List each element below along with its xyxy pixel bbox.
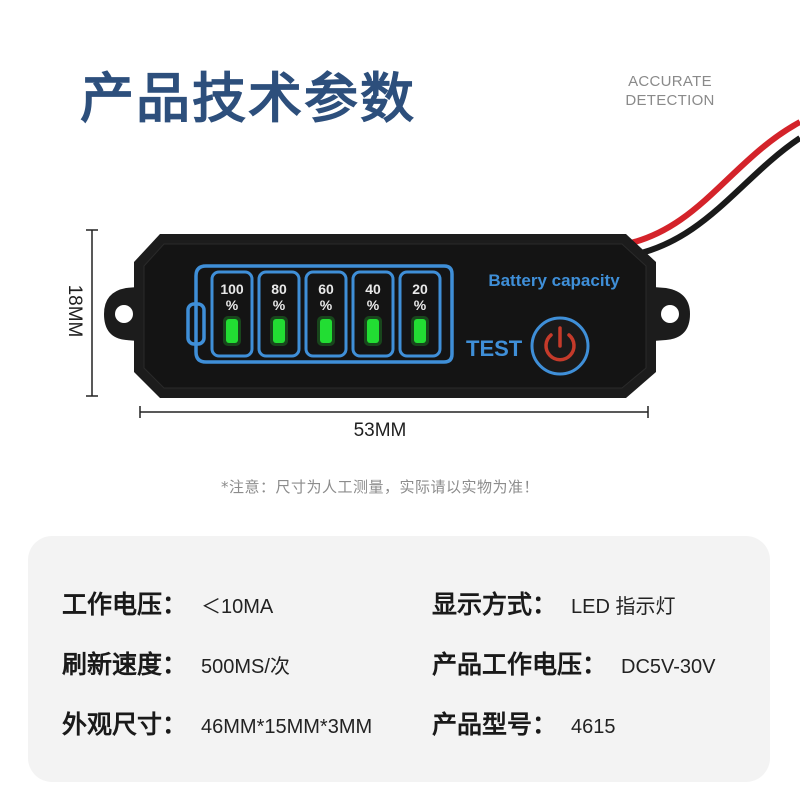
spec-panel bbox=[28, 536, 770, 782]
spec-value: 4615 bbox=[571, 716, 616, 738]
battery-level-label: 60 bbox=[318, 281, 334, 297]
test-button[interactable] bbox=[530, 316, 590, 376]
spec-refresh-rate: 刷新速度： 500MS/次 bbox=[62, 645, 290, 681]
battery-level-label: 100 bbox=[220, 281, 244, 297]
spec-value: 46MM*15MM*3MM bbox=[201, 716, 373, 738]
battery-percent-sign: % bbox=[320, 297, 333, 313]
spec-label: 显示方式： bbox=[432, 590, 558, 619]
battery-cell-60: 60% bbox=[304, 270, 348, 358]
battery-cell-frame bbox=[304, 270, 348, 358]
dimension-line-height bbox=[86, 229, 98, 397]
battery-cell-80: 80% bbox=[257, 270, 301, 358]
power-icon bbox=[544, 326, 576, 362]
spec-display-mode: 显示方式： LED 指示灯 bbox=[432, 585, 675, 621]
measurement-note: *注意：尺寸为人工测量，实际请以实物为准！ bbox=[220, 478, 539, 496]
wires bbox=[621, 119, 800, 259]
battery-level-label: 80 bbox=[271, 281, 287, 297]
green-led-icon bbox=[367, 319, 379, 343]
spec-label: 产品工作电压： bbox=[432, 650, 608, 679]
battery-level-label: 20 bbox=[412, 281, 428, 297]
dimension-line-width bbox=[139, 406, 649, 418]
battery-indicator-device: 100%80%60%40%20% Battery capacity TEST bbox=[86, 119, 800, 418]
spec-label: 工作电压： bbox=[62, 590, 188, 619]
battery-level-label: 40 bbox=[365, 281, 381, 297]
tagline: ACCURATE DETECTION bbox=[622, 72, 718, 110]
spec-value: LED 指示灯 bbox=[571, 596, 676, 618]
battery-cell-frame bbox=[257, 270, 301, 358]
battery-cell-100: 100% bbox=[210, 270, 254, 358]
battery-cell-40: 40% bbox=[351, 270, 395, 358]
height-dimension-label: 18MM bbox=[64, 284, 85, 338]
test-label: TEST bbox=[466, 336, 523, 361]
black-wire bbox=[627, 135, 800, 259]
spec-label: 产品型号： bbox=[432, 710, 558, 739]
tagline-line-1: ACCURATE bbox=[628, 73, 712, 90]
spec-label: 刷新速度： bbox=[62, 650, 188, 679]
spec-working-current: 工作电压： ＜10MA bbox=[62, 585, 273, 621]
battery-cell-frame bbox=[398, 270, 442, 358]
page-title: 产品技术参数 bbox=[80, 67, 416, 130]
width-dimension-label: 53MM bbox=[353, 420, 407, 441]
green-led-icon bbox=[320, 319, 332, 343]
spec-model: 产品型号： 4615 bbox=[432, 705, 616, 741]
green-led-icon bbox=[226, 319, 238, 343]
tagline-line-2: DETECTION bbox=[625, 92, 715, 109]
battery-percent-sign: % bbox=[367, 297, 380, 313]
spec-value: ＜10MA bbox=[201, 596, 274, 618]
battery-cell-frame bbox=[210, 270, 254, 358]
battery-percent-sign: % bbox=[226, 297, 239, 313]
green-led-icon bbox=[414, 319, 426, 343]
spec-value: DC5V-30V bbox=[621, 656, 716, 678]
spec-size: 外观尺寸： 46MM*15MM*3MM bbox=[62, 705, 372, 741]
battery-cell-20: 20% bbox=[398, 270, 442, 358]
green-led-icon bbox=[273, 319, 285, 343]
red-wire bbox=[621, 119, 800, 248]
spec-value: 500MS/次 bbox=[201, 656, 290, 678]
spec-label: 外观尺寸： bbox=[62, 710, 188, 739]
battery-percent-sign: % bbox=[273, 297, 286, 313]
spec-product-voltage: 产品工作电压： DC5V-30V bbox=[432, 645, 716, 681]
battery-capacity-label: Battery capacity bbox=[488, 271, 620, 290]
battery-cell-frame bbox=[351, 270, 395, 358]
battery-percent-sign: % bbox=[414, 297, 427, 313]
battery-outline bbox=[186, 264, 454, 364]
